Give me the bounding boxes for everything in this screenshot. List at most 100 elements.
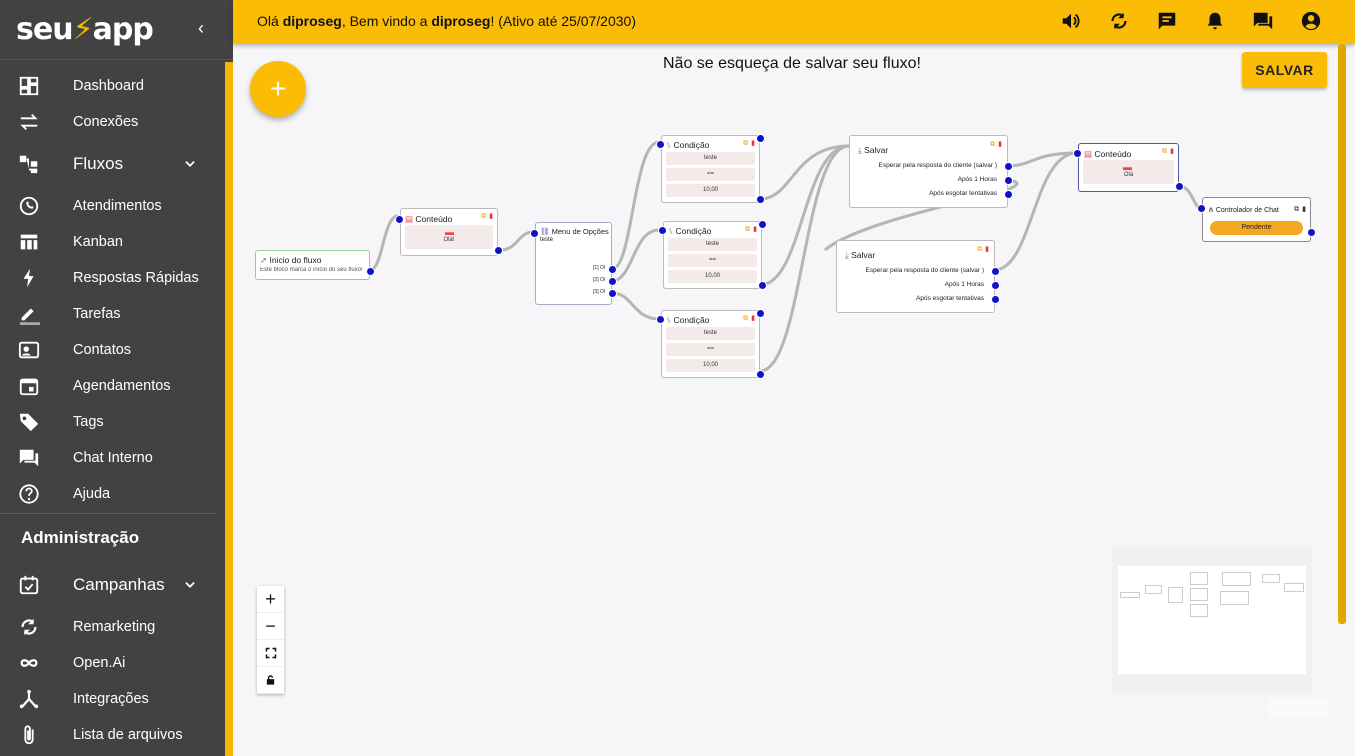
output-port[interactable] [1307,228,1316,237]
delete-icon[interactable]: ▮ [1170,148,1174,155]
flow-canvas[interactable]: Não se esqueça de salvar seu fluxo! SALV… [233,44,1355,756]
input-port[interactable] [656,140,665,149]
node-content[interactable]: ▤ Conteúdo ⧉▮ ▬ Olá [1073,143,1184,192]
copy-icon[interactable]: ⧉ [1294,206,1300,213]
sidebar-item-kanban[interactable]: Kanban [0,224,225,260]
output-port[interactable] [608,289,617,298]
copy-icon[interactable]: ⧉ [743,315,749,322]
output-port[interactable] [1175,182,1184,191]
output-port-false[interactable] [756,370,765,379]
sidebar-item-ajuda[interactable]: Ajuda [0,476,225,512]
message-icon[interactable] [1156,10,1178,32]
sidebar-item-contatos[interactable]: Contatos [0,332,225,368]
node-condition[interactable]: ⑊ Condição ⧉▮ teste == 10,00 [656,309,765,379]
volume-icon[interactable] [1060,10,1082,32]
node-save[interactable]: ⤓ Salvar ⧉▮ Esperar pela resposta do cli… [849,135,1013,208]
output-port[interactable] [991,281,1000,290]
output-port[interactable] [991,295,1000,304]
node-condition[interactable]: ⑊ Condição ⧉▮ teste == 10,00 [656,134,765,204]
sidebar-item-campanhas[interactable]: Campanhas [0,567,225,603]
lock-icon [266,675,275,685]
save-option: Após esgotar tentativas [929,190,997,197]
input-port[interactable] [656,315,665,324]
output-port-false[interactable] [756,195,765,204]
account-icon[interactable] [1300,10,1322,32]
sidebar-item-dashboard[interactable]: Dashboard [0,68,225,104]
delete-icon[interactable]: ▮ [751,140,755,147]
node-menu[interactable]: ⛓ Menu de Opções teste [1] Ol [2] Ol [3]… [530,222,617,305]
sidebar-item-tags[interactable]: Tags [0,404,225,440]
sidebar-scrollbar[interactable] [225,62,233,756]
edge [499,230,534,252]
sidebar-item-atendimentos[interactable]: Atendimentos [0,188,225,224]
add-node-button[interactable]: + [250,61,306,117]
minimap[interactable] [1112,545,1312,695]
sidebar-item-conexoes[interactable]: Conexões [0,104,225,140]
sidebar-item-remarketing[interactable]: Remarketing [0,609,225,645]
sidebar-item-label: Remarketing [73,619,156,635]
copy-icon[interactable]: ⧉ [743,140,749,147]
delete-icon[interactable]: ▮ [998,141,1002,148]
content-icon: ▤ [405,214,414,224]
chevron-down-icon[interactable] [183,157,197,171]
lock-button[interactable] [257,667,284,694]
node-chat-controller[interactable]: ⋔ Controlador de Chat ⧉▮ Pendente [1197,197,1316,242]
output-port[interactable] [608,277,617,286]
minimap-node [1120,592,1140,598]
output-port[interactable] [608,265,617,274]
edge [369,214,399,272]
canvas-scrollbar[interactable] [1338,44,1346,624]
save-option: Esperar pela resposta do cliente (salvar… [878,162,997,169]
delete-icon[interactable]: ▮ [1302,206,1306,213]
output-port[interactable] [494,246,503,255]
sidebar-item-openai[interactable]: Open.Ai [0,645,225,681]
collapse-sidebar-icon[interactable]: ‹ [198,18,204,38]
output-port[interactable] [366,267,375,276]
output-port[interactable] [991,267,1000,276]
node-content[interactable]: ▤ Conteúdo ⧉▮ ▬ Olá! [395,208,503,256]
bell-icon[interactable] [1204,10,1226,32]
input-port[interactable] [395,215,404,224]
output-port[interactable] [1004,190,1013,199]
input-port[interactable] [658,226,667,235]
forum-icon[interactable] [1252,10,1274,32]
sidebar-item-agendamentos[interactable]: Agendamentos [0,368,225,404]
sidebar-item-label: Ajuda [73,486,111,502]
copy-icon[interactable]: ⧉ [481,213,487,220]
chevron-down-icon[interactable] [183,578,197,592]
delete-icon[interactable]: ▮ [489,213,493,220]
save-flow-button[interactable]: SALVAR [1242,52,1327,88]
sidebar-item-chat-interno[interactable]: Chat Interno [0,440,225,476]
node-condition[interactable]: ⑊ Condição ⧉▮ teste == 10,00 [658,220,767,290]
sidebar-item-fluxos[interactable]: Fluxos [0,146,225,182]
sidebar-item-respostas-rapidas[interactable]: Respostas Rápidas [0,260,225,296]
delete-icon[interactable]: ▮ [751,315,755,322]
zoom-out-button[interactable]: − [257,613,284,640]
zoom-in-button[interactable]: + [257,586,284,613]
output-port[interactable] [1004,162,1013,171]
input-port[interactable] [530,229,539,238]
output-port-true[interactable] [756,134,765,143]
input-port[interactable] [1073,149,1082,158]
output-port-true[interactable] [758,220,767,229]
copy-icon[interactable]: ⧉ [1162,148,1168,155]
sidebar-item-tarefas[interactable]: Tarefas [0,296,225,332]
node-start[interactable]: ➚ Inicio do fluxo Este bloco marca o iní… [255,250,375,280]
sidebar-item-integracoes[interactable]: Integrações [0,681,225,717]
contacts-icon [18,341,40,359]
copy-icon[interactable]: ⧉ [745,226,751,233]
delete-icon[interactable]: ▮ [753,226,757,233]
delete-icon[interactable]: ▮ [985,246,989,253]
copy-icon[interactable]: ⧉ [977,246,983,253]
sidebar-item-label: Integrações [73,691,149,707]
input-port[interactable] [1197,204,1206,213]
output-port[interactable] [1004,176,1013,185]
fit-view-button[interactable] [257,640,284,667]
node-save[interactable]: ⤓ Salvar ⧉▮ Esperar pela resposta do cli… [836,240,1000,313]
output-port-true[interactable] [756,309,765,318]
copy-icon[interactable]: ⧉ [990,141,996,148]
sidebar-item-lista-arquivos[interactable]: Lista de arquivos [0,717,225,753]
menu-text: teste [540,237,554,243]
output-port-false[interactable] [758,281,767,290]
sync-icon[interactable] [1108,10,1130,32]
